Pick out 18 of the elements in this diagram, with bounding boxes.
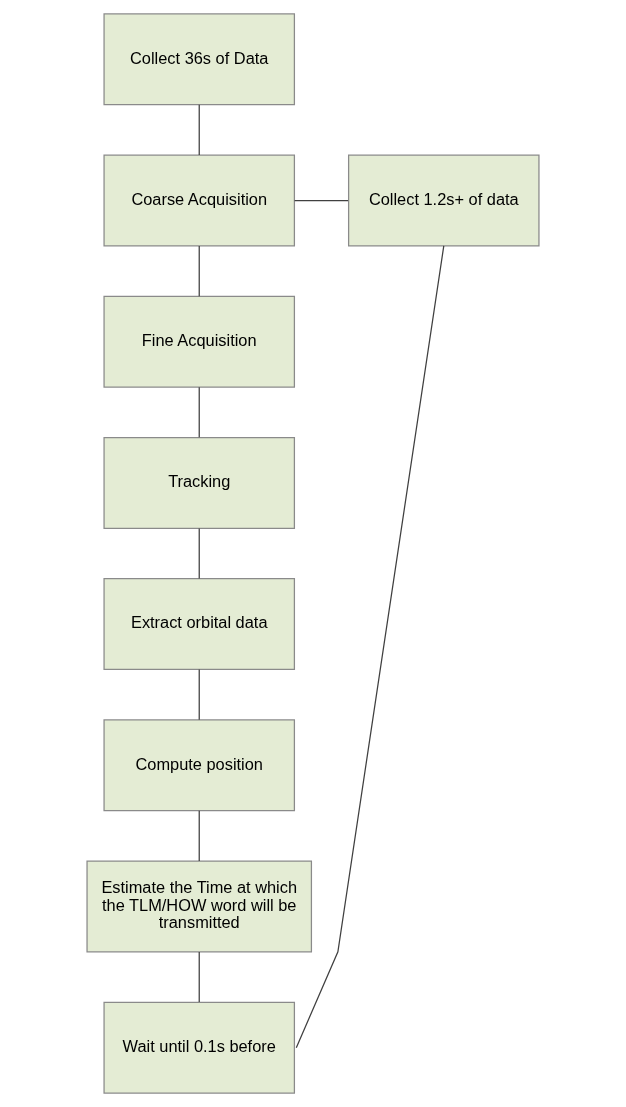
- connector: [293, 199, 349, 202]
- connector: [198, 527, 200, 580]
- connector: [198, 810, 200, 862]
- node-box: Collect 1.2s+ of data: [348, 154, 540, 247]
- node-box: Compute position: [103, 719, 296, 812]
- connector: [198, 245, 200, 297]
- connector: [198, 669, 200, 721]
- node-box: Wait until 0.1s before: [103, 1001, 296, 1094]
- node-box: Tracking: [103, 436, 296, 529]
- node-box: Extract orbital data: [103, 578, 296, 671]
- node-box: Collect 36s of Data: [103, 13, 296, 106]
- connector: [198, 951, 200, 1003]
- node-box: Estimate the Time at which the TLM/HOW word will be transmitted: [86, 860, 313, 953]
- node-box: Fine Acquisition: [103, 295, 296, 388]
- connector: [198, 104, 200, 156]
- connector: [198, 386, 200, 438]
- node-box: Coarse Acquisition: [103, 154, 296, 247]
- connector: [295, 245, 445, 1049]
